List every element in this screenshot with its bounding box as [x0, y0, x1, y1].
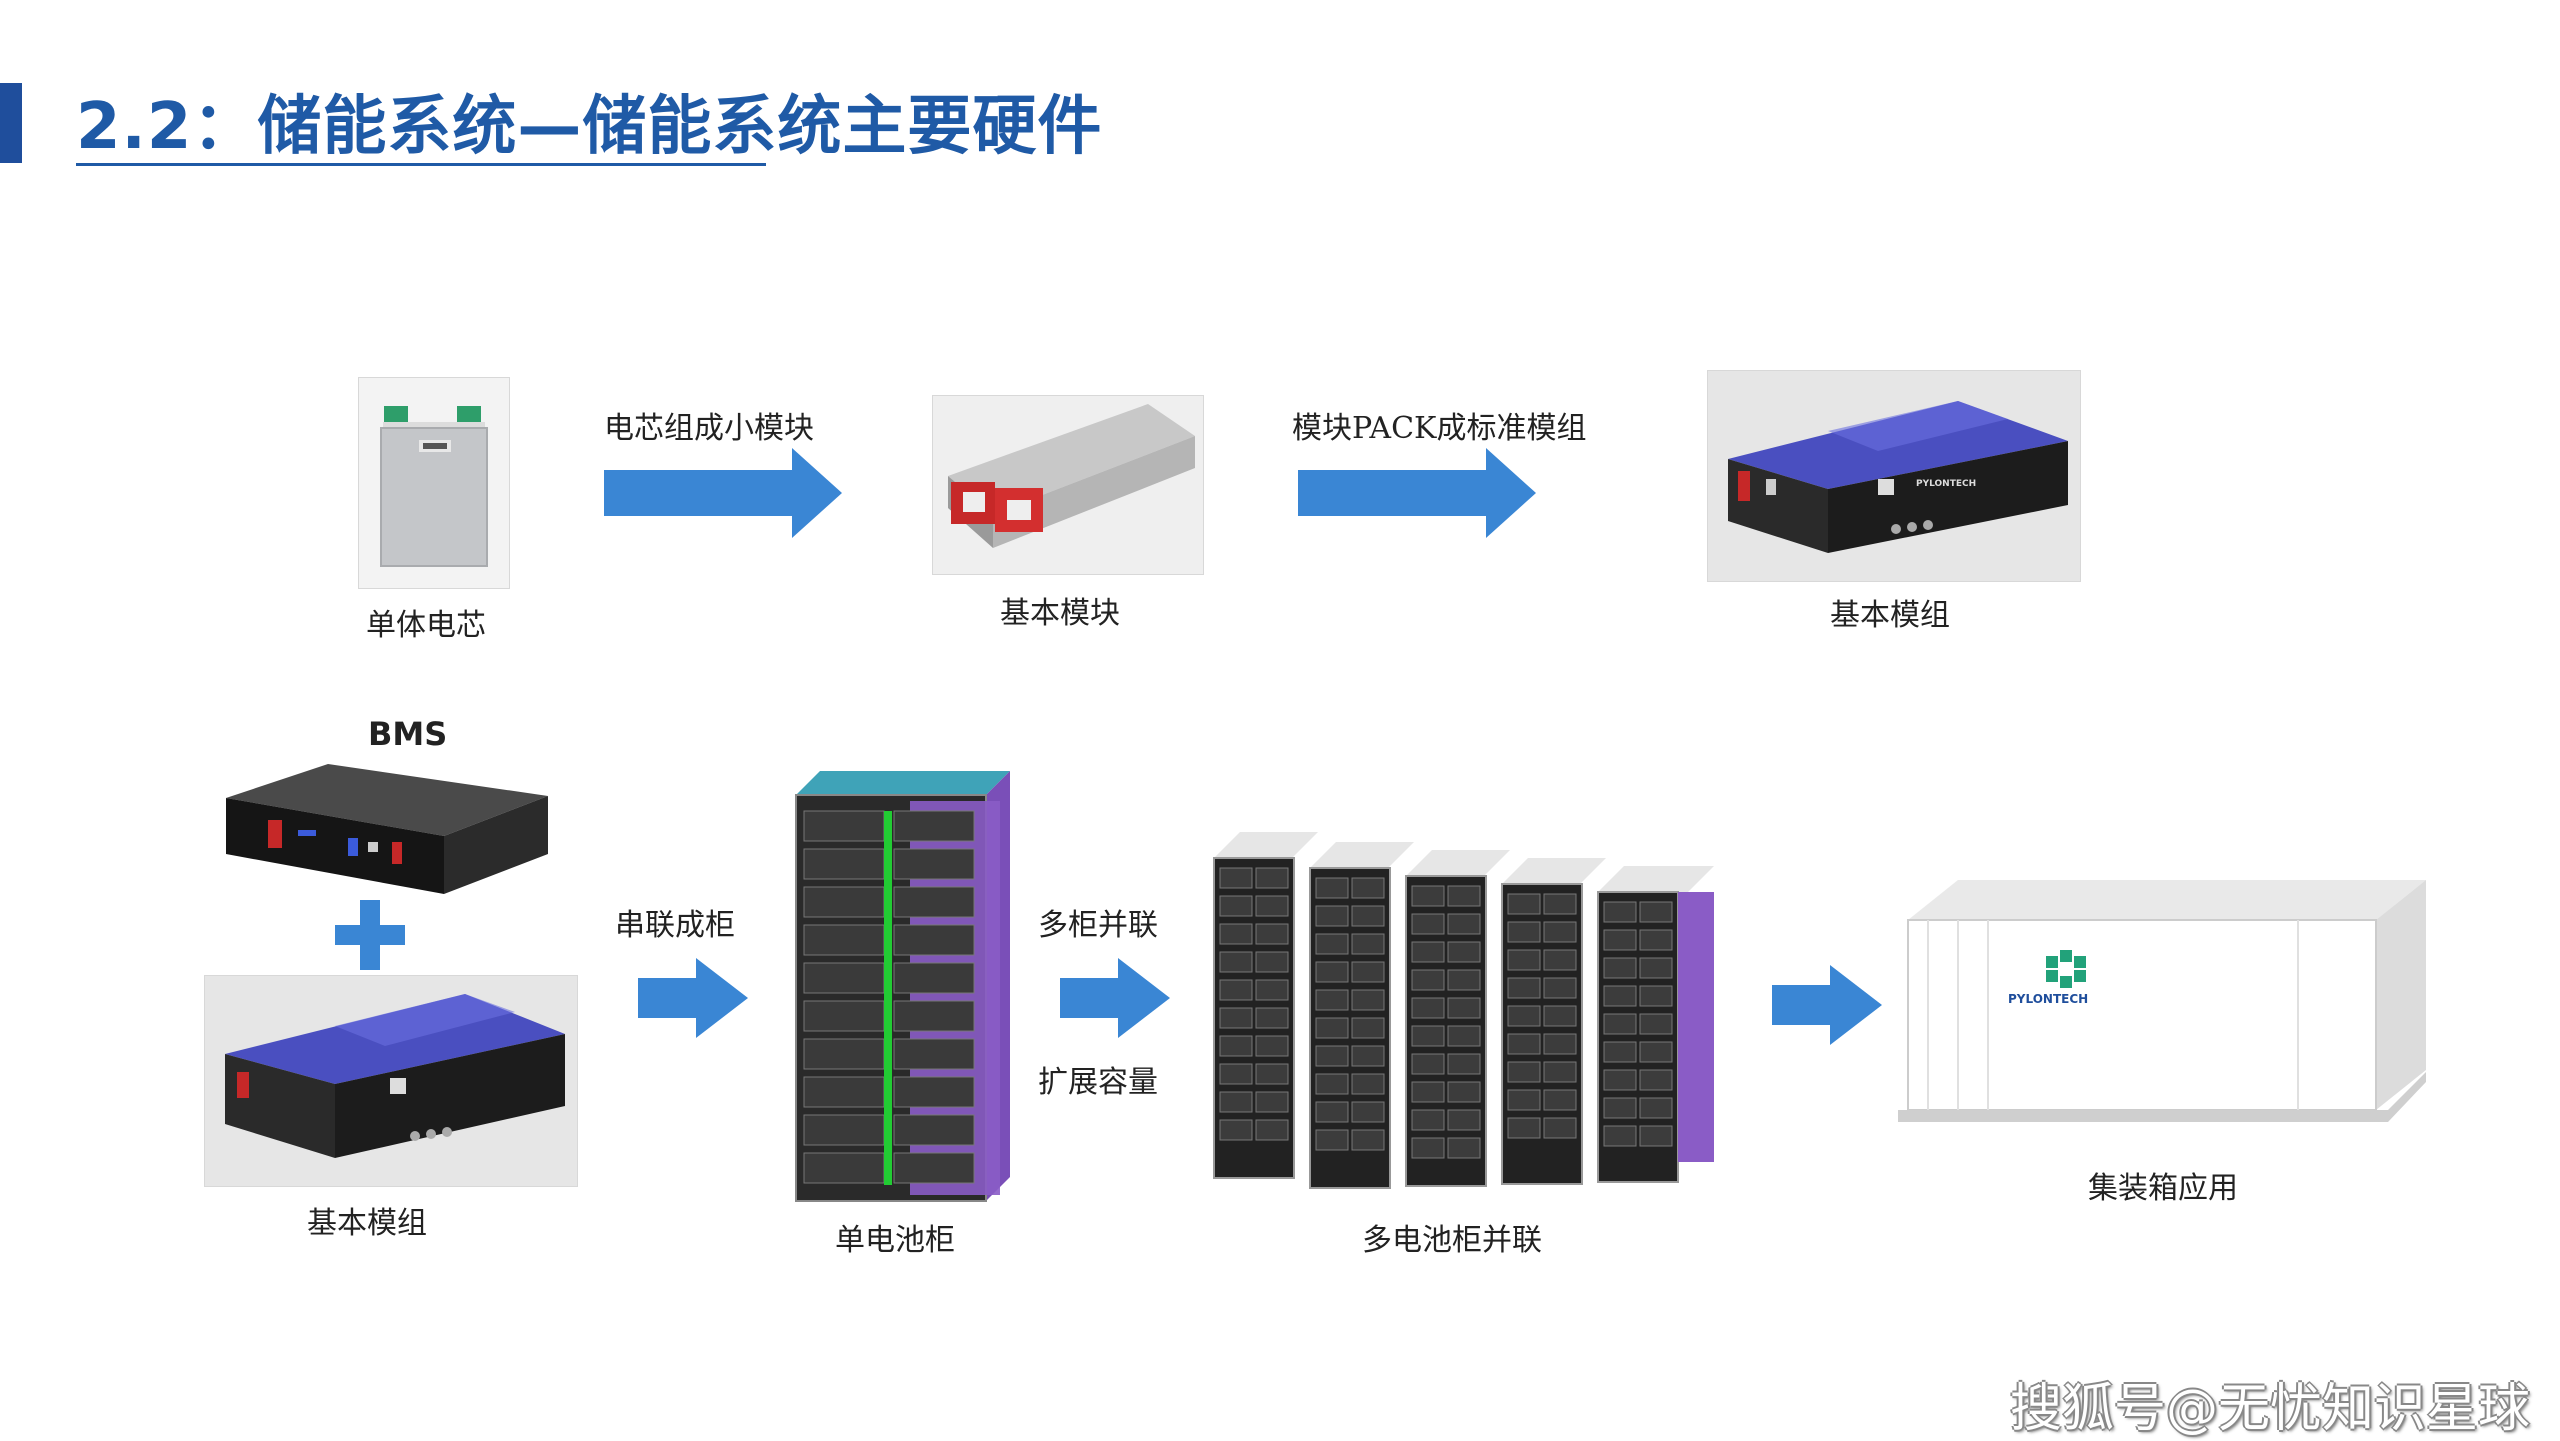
- arrow1-label: 电芯组成小模块: [604, 411, 814, 446]
- basic-group-image: PYLONTECH: [1707, 370, 2081, 582]
- basic-group-image-2: [204, 975, 578, 1187]
- plus-icon: [335, 900, 405, 970]
- module-label: 基本模块: [1000, 596, 1120, 631]
- expand-capacity-label: 扩展容量: [1038, 1065, 1158, 1100]
- title-accent-bar: [0, 83, 22, 163]
- cabinet-label: 单电池柜: [835, 1223, 955, 1258]
- container-image: PYLONTECH: [1898, 860, 2426, 1130]
- parallel-label: 多柜并联: [1038, 908, 1158, 943]
- title-underline: [76, 163, 766, 166]
- bms-label: BMS: [368, 715, 448, 753]
- multi-cabinet-label: 多电池柜并联: [1362, 1223, 1542, 1258]
- multi-cabinet-image: [1210, 830, 1748, 1190]
- group-label-2: 基本模组: [307, 1206, 427, 1241]
- right-arrow-icon: [604, 448, 842, 538]
- brand-logo: PYLONTECH: [1916, 479, 1977, 489]
- right-arrow-icon: [638, 958, 748, 1038]
- basic-module-image: [932, 395, 1204, 575]
- right-arrow-icon: [1772, 965, 1882, 1045]
- group-label: 基本模组: [1830, 598, 1950, 633]
- cell-label: 单体电芯: [366, 608, 486, 643]
- arrow2-label: 模块PACK成标准模组: [1292, 411, 1587, 446]
- series-label: 串联成柜: [615, 908, 735, 943]
- bms-device-image: [218, 758, 550, 896]
- watermark-text: 搜狐号@无忧知识星球: [2010, 1379, 2531, 1439]
- container-brand-logo: PYLONTECH: [2008, 992, 2089, 1006]
- battery-cell-image: [358, 377, 510, 589]
- right-arrow-icon: [1298, 448, 1536, 538]
- battery-cabinet-image: [790, 765, 1012, 1205]
- page-title: 2.2：储能系统—储能系统主要硬件: [76, 90, 1103, 164]
- right-arrow-icon: [1060, 958, 1170, 1038]
- container-label: 集装箱应用: [2088, 1171, 2238, 1206]
